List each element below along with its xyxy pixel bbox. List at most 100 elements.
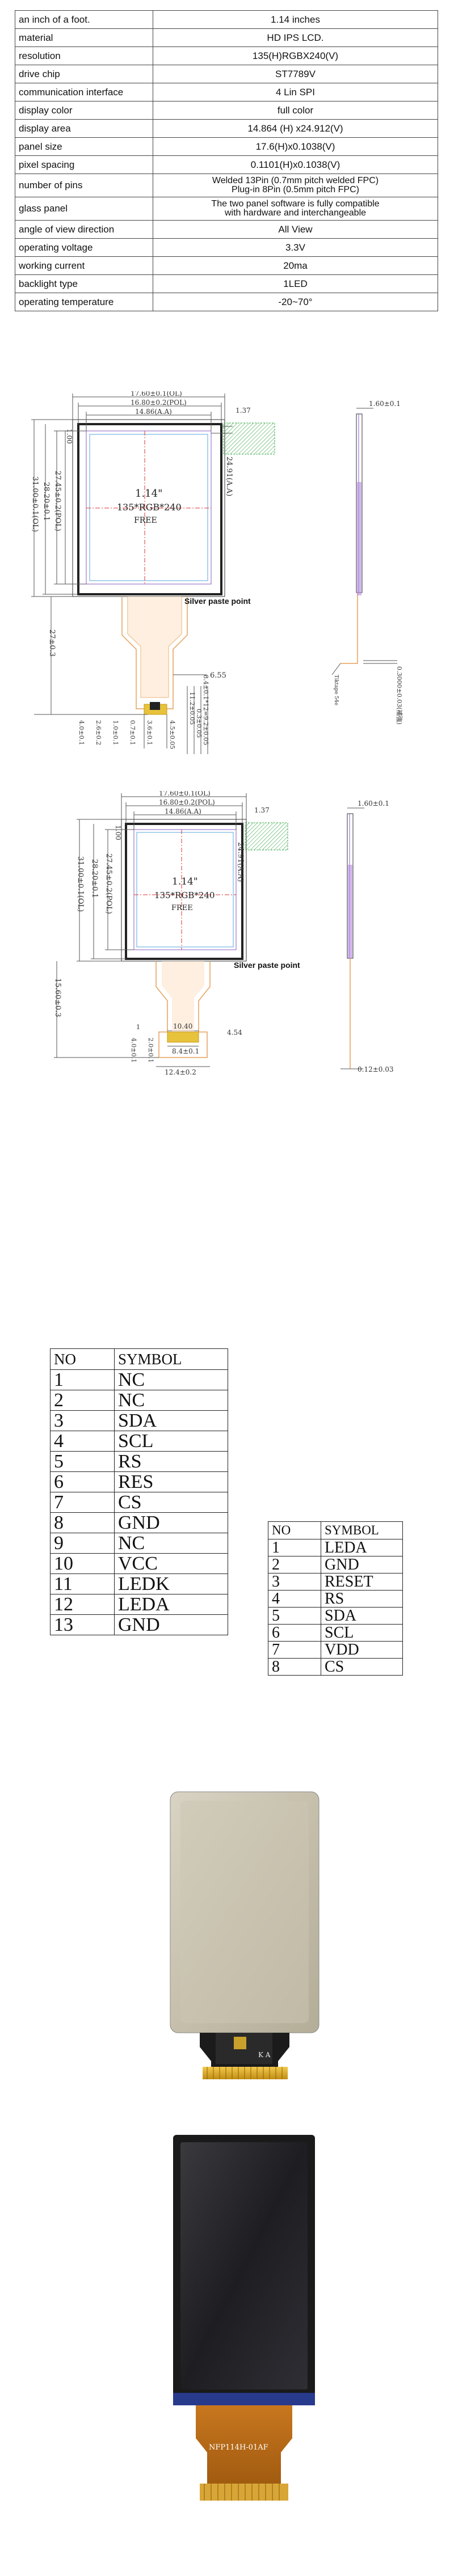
pin-symbol: LEDK [114,1573,228,1594]
pin-number: 3 [50,1410,115,1431]
d2-conn-w: 8.4±0.1 [172,1047,199,1055]
d1-pitch-c: 1.0±0.1 [112,720,119,745]
d1-offset-right: 1.37 [236,407,251,414]
spec-value: ST7789V [153,65,438,83]
pin-number: 5 [268,1607,321,1625]
pin-number: 7 [268,1641,321,1659]
d1-pitch-h: 3.6±0.1 [146,720,153,745]
module-photo-front: NFP114H-01AF [173,2135,315,2501]
spec-key: panel size [15,137,153,156]
pin-number: 5 [50,1451,115,1472]
d2-fpc-thick: 0.12±0.03 [358,1065,394,1073]
pin-symbol: GND [114,1614,228,1635]
d2-width-total: 17.60±0.1(OL) [159,791,211,797]
spec-value-line1: Welded 13Pin (0.7mm pitch welded FPC) [212,176,379,185]
pin-number: 6 [50,1471,115,1492]
spec-key: operating temperature [15,293,153,311]
d1-height-pol: 28.20±0.1 [42,482,51,521]
d2-height-total: 31.00±0.1(OL) [76,856,85,912]
spec-value: 17.6(H)x0.1038(V) [153,137,438,156]
pin-number: 2 [268,1556,321,1573]
d2-left-b: 2.0±0.1 [147,1038,154,1063]
d2-fpc-w: 10.40 [173,1022,192,1030]
pin-number: 1 [50,1369,115,1390]
d2-offset-top: 1.00 [114,825,122,840]
spec-key: pixel spacing [15,155,153,174]
spec-value: 3.3V [153,238,438,257]
pin8-header-symbol: SYMBOL [321,1521,403,1539]
d1-height-aa: 24.91(A.A) [225,456,233,496]
pin-number: 2 [50,1390,115,1411]
d1-pitch-a: 4.0±0.1 [78,720,85,745]
d1-width-aa: 14.86(A.A) [135,408,172,416]
pin-symbol: LEDA [321,1539,403,1556]
d1-tape: Tiktape 54e [333,675,339,705]
pin-number: 6 [268,1624,321,1642]
pin8-header-no: NO [268,1521,321,1539]
pin-symbol: LEDA [114,1594,228,1615]
d1-center-res: 135*RGB*240 [117,502,182,513]
spec-key: material [15,28,153,47]
pin-symbol: RES [114,1471,228,1492]
pin-symbol: VDD [321,1641,403,1659]
spec-value: 14.864 (H) x24.912(V) [153,119,438,138]
mechanical-drawing-2: 17.60±0.1(OL) 16.80±0.2(POL) 14.86(A.A) … [53,791,394,1076]
pin-symbol: SCL [321,1624,403,1642]
spec-key: display area [15,119,153,138]
d1-pitch-e: 11.2±0.05 [188,692,196,725]
pin-symbol: SCL [114,1431,228,1452]
d1-center-label: 1.14" [135,488,162,500]
spec-value-line2: with hardware and interchangeable [224,208,367,218]
pin13-header-no: NO [50,1348,115,1370]
pin-number: 8 [268,1658,321,1676]
spec-value: 4 Lin SPI [153,83,438,101]
pin-number: 10 [50,1553,115,1574]
d2-height-pol: 28.20±0.1 [90,859,99,898]
pin-number: 7 [50,1492,115,1513]
spec-value-line1: The two panel software is fully compatib… [211,199,380,209]
d1-fpc-len: 27±0.3 [48,629,56,657]
d2-conn-gap: 4.54 [227,1029,242,1037]
d2-left-a: 4.0±0.1 [130,1038,137,1063]
d1-pitch-f: 0.3±0.05 [195,709,203,738]
mechanical-drawing-1: 17.60±0.1(OL) 16.80±0.2(POL) 14.86(A.A) … [31,391,403,754]
spec-value: 135(H)RGBX240(V) [153,46,438,65]
d2-height-aa: 24.91(A.A) [236,842,245,882]
pin-symbol: CS [114,1492,228,1513]
pin-number: 11 [50,1573,115,1594]
d2-width-glass: 16.80±0.2(POL) [159,798,215,806]
d2-center-free: FREE [171,904,193,912]
d1-silver-label: Silver paste point [184,597,251,606]
d2-center-label: 1.14" [172,876,198,887]
d2-fpc-len: 15.60±0.3 [53,978,62,1017]
pin-number: 4 [50,1431,115,1452]
spec-key: operating voltage [15,238,153,257]
spec-value: The two panel software is fully compatib… [153,197,438,221]
d2-height-pol2: 27.45±0.2(POL) [104,853,113,914]
pin-symbol: GND [114,1512,228,1533]
pin-symbol: VCC [114,1553,228,1574]
spec-key: display color [15,101,153,120]
d2-center-res: 135*RGB*240 [154,890,215,900]
d1-height-total: 31.00±0.1(OL) [31,476,39,532]
